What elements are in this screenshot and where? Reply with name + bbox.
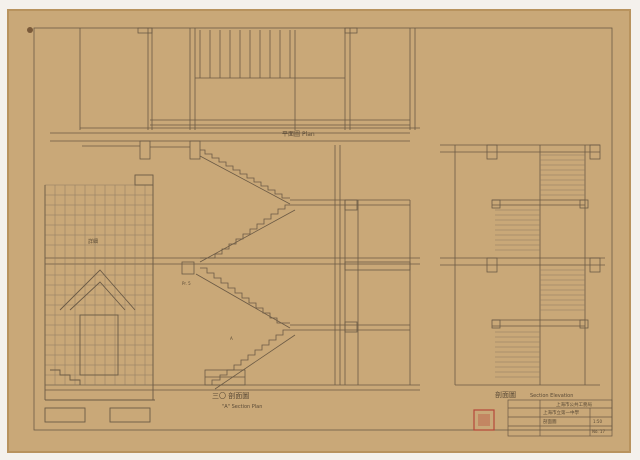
right-treads-4 — [495, 331, 540, 378]
pin-hole — [27, 27, 33, 33]
note-a: Pr. 5 — [182, 281, 191, 286]
section-subtitle: "A" Section Plan — [222, 404, 262, 410]
top-plan-label: 平面圖 Plan — [282, 131, 315, 138]
title-block-sheet: 剖面圖 — [543, 418, 557, 425]
stair-flight-3 — [195, 267, 291, 329]
stair-flight-1 — [199, 149, 291, 205]
left-note: 詳細 — [88, 238, 98, 245]
top-plan — [50, 27, 420, 160]
red-seal-inner — [478, 414, 490, 426]
right-title: 剖面圖 — [495, 390, 516, 399]
border-frame — [33, 27, 613, 431]
stair-flight-2 — [199, 204, 296, 263]
title-block-project: 上海市立第一中學 — [543, 409, 579, 416]
left-detail-outline — [44, 174, 155, 423]
paper-sheet — [8, 10, 630, 452]
note-b: A — [230, 336, 233, 341]
sheet-number: No. 17 — [592, 429, 605, 434]
stair-flight-4 — [211, 329, 296, 390]
section-title: 三〇 剖面圖 — [212, 391, 249, 400]
scale-text: 1:50 — [593, 419, 602, 424]
plan-treads — [199, 30, 291, 78]
right-treads-1 — [540, 154, 585, 196]
right-subtitle: Section Elevation — [530, 393, 573, 399]
base-steps — [204, 369, 246, 386]
right-treads-3 — [540, 269, 585, 311]
left-detail — [44, 184, 154, 386]
red-seal-stamp — [473, 409, 495, 431]
title-block — [507, 399, 613, 437]
title-block-name: 上海市公共工務局 — [556, 401, 592, 408]
right-treads-2 — [495, 209, 540, 251]
paper-edge — [7, 9, 631, 453]
